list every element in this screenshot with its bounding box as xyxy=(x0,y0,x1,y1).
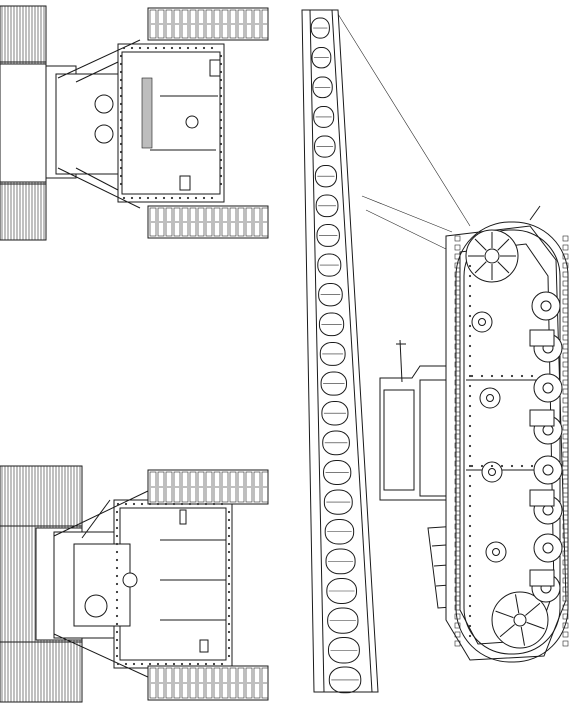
hull-upper xyxy=(45,39,225,209)
track-upper-bottom xyxy=(147,205,269,239)
track-upper-top xyxy=(147,7,269,41)
support-cable-2 xyxy=(361,195,453,233)
idler-wheel xyxy=(491,591,549,649)
track-lower-bottom xyxy=(147,665,269,701)
hull-lower xyxy=(53,489,233,679)
side-view xyxy=(301,9,569,694)
bridge-beam xyxy=(301,9,379,694)
bridge-ramp-upper xyxy=(0,5,47,241)
superstructure xyxy=(379,339,449,501)
top-view-upper xyxy=(0,5,269,241)
road-wheels xyxy=(471,291,563,603)
top-view-lower xyxy=(0,465,269,703)
support-cable xyxy=(337,13,471,227)
track-side xyxy=(454,221,569,663)
track-lower-top xyxy=(147,469,269,505)
drive-sprocket xyxy=(465,229,519,283)
